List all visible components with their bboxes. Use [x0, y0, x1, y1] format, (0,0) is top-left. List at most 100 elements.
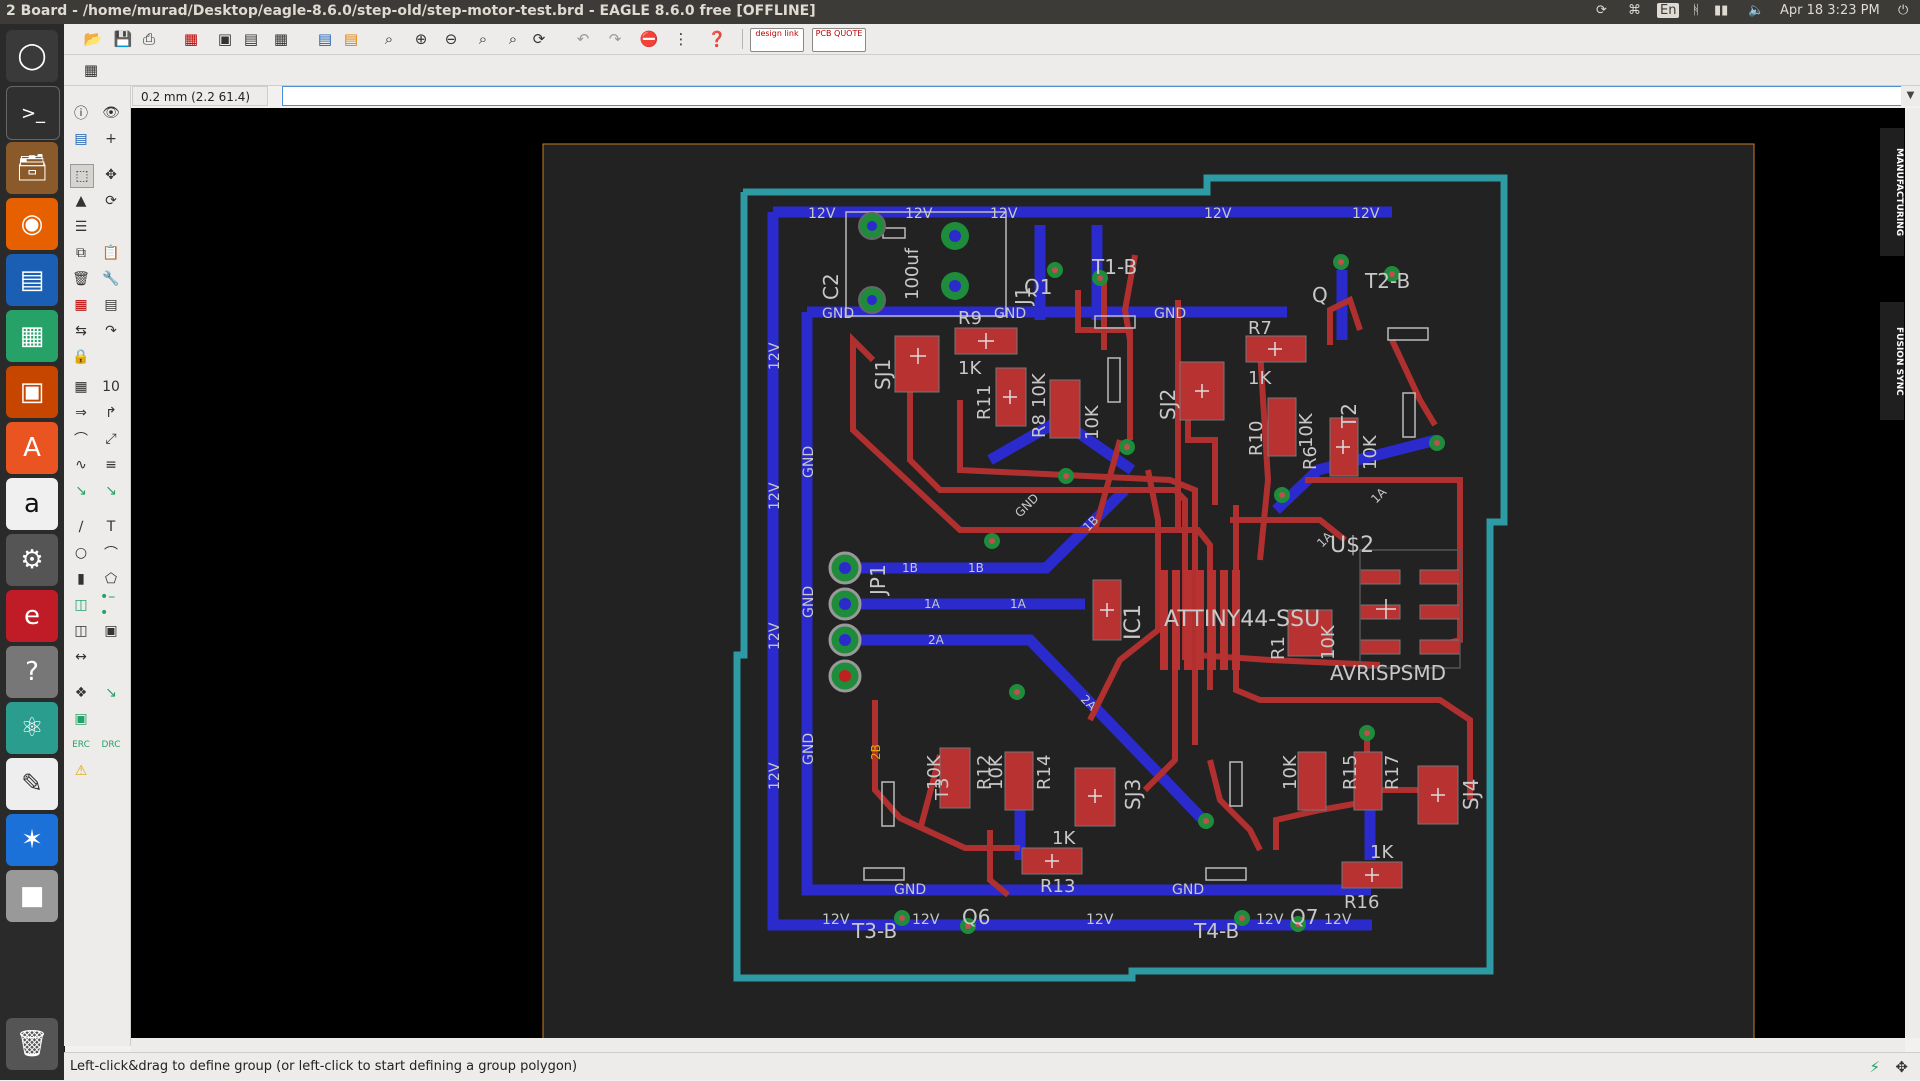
- power-icon[interactable]: ⏻: [1898, 3, 1909, 18]
- mirror-icon[interactable]: ▲: [75, 193, 87, 209]
- cam-icon[interactable]: ▦: [183, 30, 199, 48]
- drive-icon[interactable]: ■: [6, 870, 58, 922]
- writer-icon[interactable]: ▤: [6, 254, 58, 306]
- settings-icon[interactable]: ⚙: [6, 534, 58, 586]
- signal-icon[interactable]: •–•: [100, 589, 116, 621]
- keyboard-layout-indicator[interactable]: En: [1657, 3, 1680, 18]
- save-icon[interactable]: 💾: [113, 30, 133, 48]
- print-icon[interactable]: ⎙: [142, 30, 155, 48]
- copy-icon[interactable]: ⧉: [76, 245, 86, 261]
- vertical-scrollbar[interactable]: [1905, 108, 1920, 1038]
- redo-icon[interactable]: ↷: [608, 30, 622, 48]
- impress-icon[interactable]: ▣: [6, 366, 58, 418]
- horizontal-scrollbar[interactable]: [131, 1038, 1905, 1052]
- rect-icon[interactable]: ▮: [77, 571, 85, 587]
- lock-icon[interactable]: 🔒: [72, 349, 90, 365]
- go-icon[interactable]: ⋮: [673, 30, 689, 48]
- zoom-select-icon[interactable]: ⌕: [478, 30, 488, 48]
- pcb-quote-button[interactable]: PCB QUOTE: [812, 28, 866, 52]
- text-icon[interactable]: T: [106, 519, 116, 535]
- ulp-icon[interactable]: ▤: [343, 30, 359, 48]
- board-canvas[interactable]: C2 100uf J1 Q1 T1-B Q T2-B SJ1 R9 1K R11…: [131, 108, 1905, 1038]
- paste-icon[interactable]: 📋: [102, 245, 120, 261]
- meander-icon[interactable]: ∿: [75, 457, 87, 473]
- clock[interactable]: Apr 18 3:23 PM: [1780, 3, 1880, 18]
- library-icon[interactable]: ▦: [273, 30, 289, 48]
- inspect-icon[interactable]: ▣: [74, 711, 88, 727]
- grid-icon[interactable]: ▦: [83, 61, 99, 79]
- split-icon[interactable]: ⇒: [75, 405, 87, 421]
- sync-icon[interactable]: ⟳: [1596, 3, 1607, 18]
- command-history-dropdown[interactable]: ▼: [1901, 86, 1920, 106]
- zoom-previous-icon[interactable]: ⌕: [508, 30, 518, 48]
- lightning-icon[interactable]: ⚡: [1869, 1058, 1880, 1076]
- arc-icon[interactable]: ⌒: [104, 546, 118, 562]
- manufacturing-tab[interactable]: MANUFACTURING: [1880, 128, 1904, 256]
- calc-icon[interactable]: ▦: [6, 310, 58, 362]
- fusion-icon[interactable]: ✶: [6, 814, 58, 866]
- redraw-icon[interactable]: ⟳: [532, 30, 546, 48]
- delete-icon[interactable]: 🗑: [72, 271, 90, 287]
- bluetooth-icon[interactable]: ᚻ: [1692, 3, 1700, 18]
- value-icon[interactable]: 10: [102, 379, 120, 395]
- board-icon[interactable]: ▣: [217, 30, 233, 48]
- help-icon[interactable]: ?: [6, 646, 58, 698]
- volume-icon[interactable]: 🔈: [1748, 3, 1765, 18]
- battery-icon[interactable]: ▮▮: [1714, 3, 1729, 18]
- attribute-icon[interactable]: ▣: [104, 623, 118, 639]
- atom-icon[interactable]: ⚛: [6, 702, 58, 754]
- zoom-fit-icon[interactable]: ⌕: [384, 30, 394, 48]
- lock-group-icon[interactable]: ↷: [105, 323, 117, 339]
- schematic-icon[interactable]: ▤: [243, 30, 259, 48]
- autorouter-icon[interactable]: ↘: [105, 685, 117, 701]
- mark-icon[interactable]: +: [105, 131, 117, 147]
- zoom-in-icon[interactable]: ⊕: [414, 30, 428, 48]
- script-icon[interactable]: ▤: [317, 30, 333, 48]
- zoom-out-icon[interactable]: ⊖: [444, 30, 458, 48]
- trash-icon[interactable]: 🗑: [6, 1018, 58, 1070]
- add-icon[interactable]: ▦: [74, 297, 88, 313]
- dimension-icon[interactable]: ↔: [75, 649, 87, 665]
- fusion-sync-tab[interactable]: FUSION SYNC: [1880, 302, 1904, 420]
- ratsnest-icon[interactable]: ❖: [74, 685, 88, 701]
- drc-icon[interactable]: DRC: [101, 740, 121, 750]
- undo-icon[interactable]: ↶: [576, 30, 590, 48]
- lines-icon[interactable]: ≡: [105, 457, 117, 473]
- optimize-icon[interactable]: ↱: [105, 405, 117, 421]
- text-editor-icon[interactable]: ✎: [6, 758, 58, 810]
- pcb-drawing[interactable]: C2 100uf J1 Q1 T1-B Q T2-B SJ1 R9 1K R11…: [131, 108, 1905, 1038]
- command-line-input[interactable]: [282, 86, 1902, 106]
- circle-icon[interactable]: ○: [74, 545, 88, 561]
- change-icon[interactable]: 🔧: [102, 271, 120, 287]
- align-icon[interactable]: ☰: [74, 219, 88, 235]
- hole-icon[interactable]: ◫: [74, 623, 88, 639]
- move-icon[interactable]: ✥: [105, 167, 117, 183]
- help-icon[interactable]: ❓: [707, 30, 727, 48]
- dash-icon[interactable]: ◯: [6, 30, 58, 82]
- open-icon[interactable]: 📂: [83, 30, 103, 48]
- stop-icon[interactable]: ⛔: [639, 30, 659, 48]
- replace-icon[interactable]: ▤: [104, 297, 118, 313]
- swap-icon[interactable]: ⇆: [75, 323, 87, 339]
- route-icon[interactable]: ↘: [75, 483, 87, 499]
- firefox-icon[interactable]: ◉: [6, 198, 58, 250]
- stop-command-icon[interactable]: ✥: [1895, 1058, 1908, 1076]
- display-layers-icon[interactable]: ▤: [74, 131, 88, 147]
- erc-icon[interactable]: ERC: [72, 740, 90, 750]
- ripup-icon[interactable]: ↘: [105, 483, 117, 499]
- group-icon[interactable]: ⬚: [70, 164, 94, 188]
- eagle-icon[interactable]: e: [6, 590, 58, 642]
- via-icon[interactable]: ◫: [74, 597, 88, 613]
- software-center-icon[interactable]: A: [6, 422, 58, 474]
- wire-icon[interactable]: ∕: [78, 519, 84, 535]
- miter-icon[interactable]: ⌒: [74, 432, 88, 448]
- smash-icon[interactable]: ▦: [74, 379, 88, 395]
- terminal-icon[interactable]: >_: [6, 86, 60, 140]
- wifi-icon[interactable]: ⌘: [1628, 3, 1641, 18]
- rotate-icon[interactable]: ⟳: [105, 193, 117, 209]
- polygon-icon[interactable]: ⬠: [104, 571, 118, 587]
- info-icon[interactable]: ⓘ: [74, 106, 88, 122]
- show-icon[interactable]: 👁: [102, 105, 120, 121]
- amazon-icon[interactable]: a: [6, 478, 58, 530]
- slice-icon[interactable]: ⤢: [105, 431, 117, 447]
